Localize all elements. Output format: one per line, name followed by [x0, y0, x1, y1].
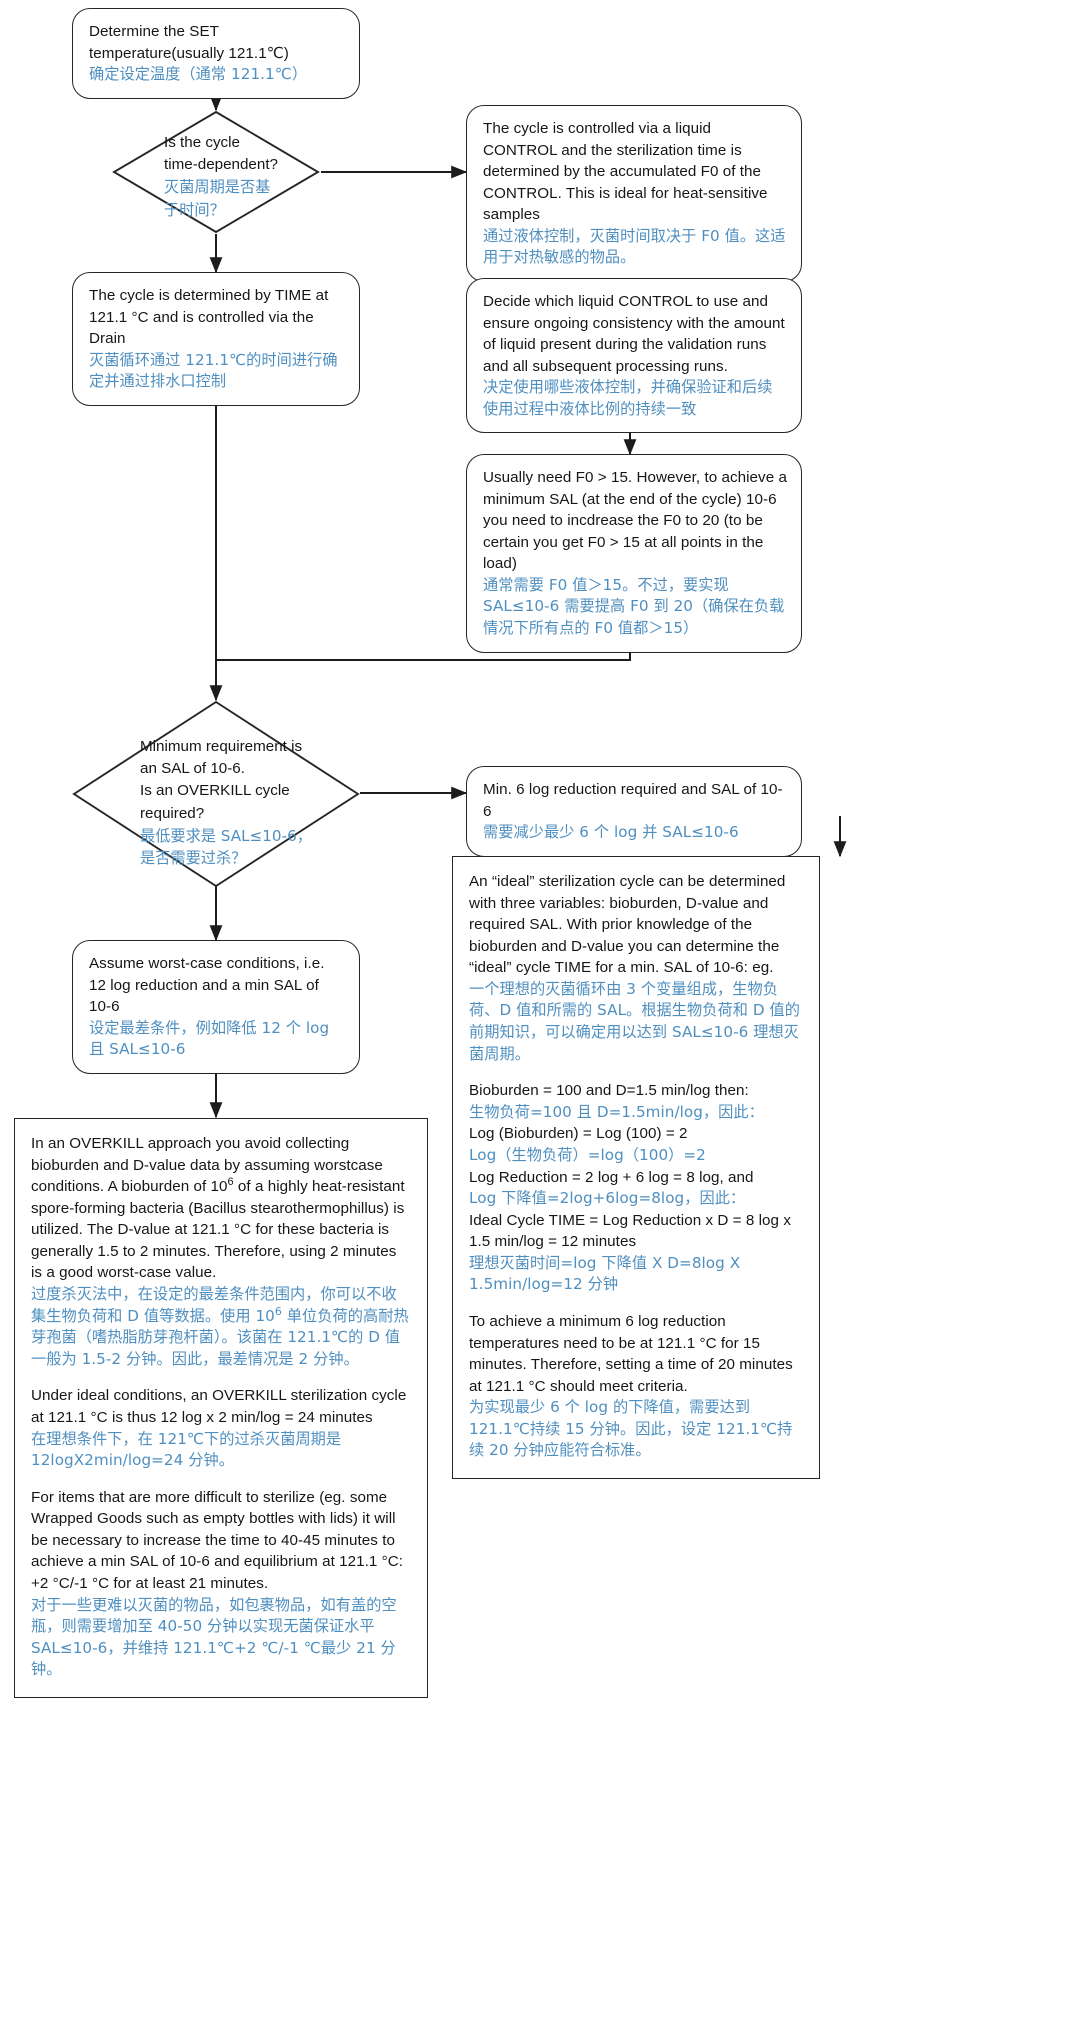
node-control-liquid[interactable]: The cycle is controlled via a liquid CON…: [466, 105, 802, 283]
node-min-6-log[interactable]: Min. 6 log reduction required and SAL of…: [466, 766, 802, 857]
overkill-detail-para-2: Under ideal conditions, an OVERKILL ster…: [31, 1385, 411, 1471]
time-dependent-zh-2: 于时间？: [164, 200, 225, 219]
overkill-en-3: Is an OVERKILL cycle: [140, 782, 290, 800]
overkill-en-4: required?: [140, 804, 205, 822]
overkill-detail-para-2-en: Under ideal conditions, an OVERKILL ster…: [31, 1387, 407, 1426]
spacer-1: [31, 1370, 411, 1385]
ideal-detail-para-3-zh: 为实现最少 6 个 log 的下降值，需要达到 121.1℃持续 15 分钟。因…: [469, 1398, 793, 1460]
overkill-en-1: Minimum requirement is: [140, 738, 303, 755]
ideal-detail-calc-line-3: Log（生物负荷）=log（100）=2: [469, 1145, 706, 1164]
overkill-detail-para-3: For items that are more difficult to ste…: [31, 1487, 411, 1681]
node-set-temperature[interactable]: Determine the SET temperature(usually 12…: [72, 8, 360, 99]
ideal-detail-calc-line-2: Log (Bioburden) = Log (100) = 2: [469, 1125, 688, 1143]
spacer-2: [31, 1472, 411, 1487]
ideal-detail-para-1-zh: 一个理想的灭菌循环由 3 个变量组成，生物负荷、D 值和所需的 SAL。根据生物…: [469, 979, 800, 1063]
overkill-detail-para-2-zh: 在理想条件下，在 121℃下的过杀灭菌周期是 12logX2min/log=24…: [31, 1429, 342, 1470]
node-worst-case-zh: 设定最差条件，例如降低 12 个 log 且 SAL≤10-6: [89, 1018, 330, 1059]
overkill-detail-para-1-zh: 过度杀灭法中，在设定的最差条件范围内，你可以不收集生物负荷和 D 值等数据。使用…: [31, 1285, 409, 1368]
time-dependent-en-2: time-dependent?: [164, 156, 278, 174]
node-decide-control[interactable]: Decide which liquid CONTROL to use and e…: [466, 278, 802, 434]
node-worst-case-en: Assume worst-case conditions, i.e. 12 lo…: [89, 955, 325, 1016]
node-f0-requirement-zh: 通常需要 F0 值＞15。不过，要实现 SAL≤10-6 需要提高 F0 到 2…: [483, 575, 785, 638]
ideal-detail-calc-lines: Bioburden = 100 and D=1.5 min/log then: 生…: [469, 1080, 803, 1296]
node-min-6-log-zh: 需要减少最少 6 个 log 并 SAL≤10-6: [483, 823, 739, 842]
spacer-3: [469, 1065, 803, 1080]
overkill-detail-para-1: In an OVERKILL approach you avoid collec…: [31, 1133, 411, 1370]
ideal-detail-calc-line-0: Bioburden = 100 and D=1.5 min/log then:: [469, 1082, 749, 1100]
node-is-time-dependent[interactable]: Is the cycle time-dependent? 灭菌周期是否基 于时间…: [112, 110, 320, 234]
node-set-temperature-en: Determine the SET temperature(usually 12…: [89, 23, 289, 62]
node-overkill-decision[interactable]: Minimum requirement is an SAL of 10-6. I…: [72, 700, 360, 888]
ideal-detail-para-1: An “ideal” sterilization cycle can be de…: [469, 871, 803, 1065]
node-control-liquid-en: The cycle is controlled via a liquid CON…: [483, 120, 768, 224]
node-ideal-cycle-detail[interactable]: An “ideal” sterilization cycle can be de…: [452, 856, 820, 1480]
ideal-detail-calc-line-5: Log 下降值=2log+6log=8log，因此：: [469, 1189, 746, 1208]
node-control-liquid-zh: 通过液体控制，灭菌时间取决于 F0 值。这适用于对热敏感的物品。: [483, 226, 786, 267]
spacer-4: [469, 1296, 803, 1311]
time-dependent-en-1: Is the cycle: [164, 134, 240, 151]
ideal-detail-calc-line-6: Ideal Cycle TIME = Log Reduction x D = 8…: [469, 1211, 791, 1251]
overkill-zh-1: 最低要求是 SAL≤10-6，: [140, 826, 312, 845]
node-time-drain-zh: 灭菌循环通过 121.1℃的时间进行确定并通过排水口控制: [89, 350, 338, 391]
ideal-detail-para-3-en: To achieve a minimum 6 log reduction tem…: [469, 1312, 793, 1395]
ideal-detail-para-3: To achieve a minimum 6 log reduction tem…: [469, 1311, 803, 1462]
node-time-drain[interactable]: The cycle is determined by TIME at 121.1…: [72, 272, 360, 406]
ideal-detail-calc-line-1: 生物负荷=100 且 D=1.5min/log，因此：: [469, 1102, 764, 1121]
node-f0-requirement[interactable]: Usually need F0 > 15. However, to achiev…: [466, 454, 802, 653]
overkill-detail-para-3-zh: 对于一些更难以灭菌的物品，如包裹物品，如有盖的空瓶，则需要增加至 40-50 分…: [31, 1595, 397, 1679]
diamond-shape-time-dependent: [112, 110, 320, 234]
node-set-temperature-zh: 确定设定温度（通常 121.1℃）: [89, 65, 308, 84]
node-decide-control-en: Decide which liquid CONTROL to use and e…: [483, 293, 785, 375]
ideal-detail-para-1-en: An “ideal” sterilization cycle can be de…: [469, 873, 786, 977]
node-f0-requirement-en: Usually need F0 > 15. However, to achiev…: [483, 469, 787, 573]
overkill-detail-para-1-en: In an OVERKILL approach you avoid collec…: [31, 1135, 405, 1282]
time-dependent-zh-1: 灭菌周期是否基: [164, 178, 271, 197]
node-overkill-decision-label: Minimum requirement is an SAL of 10-6. I…: [140, 736, 340, 869]
overkill-detail-para-3-en: For items that are more difficult to ste…: [31, 1488, 404, 1592]
node-min-6-log-en: Min. 6 log reduction required and SAL of…: [483, 781, 783, 820]
ideal-detail-calc-line-4: Log Reduction = 2 log + 6 log = 8 log, a…: [469, 1168, 754, 1186]
node-is-time-dependent-label: Is the cycle time-dependent? 灭菌周期是否基 于时间…: [164, 132, 324, 221]
node-time-drain-en: The cycle is determined by TIME at 121.1…: [89, 287, 329, 348]
overkill-en-2: an SAL of 10-6.: [140, 760, 245, 778]
ideal-detail-calc-line-7: 理想灭菌时间=log 下降值 X D=8log X 1.5min/log=12 …: [469, 1253, 741, 1294]
node-decide-control-zh: 决定使用哪些液体控制，并确保验证和后续使用过程中液体比例的持续一致: [483, 378, 773, 418]
overkill-zh-2: 是否需要过杀？: [140, 848, 247, 867]
node-overkill-detail[interactable]: In an OVERKILL approach you avoid collec…: [14, 1118, 428, 1698]
node-worst-case[interactable]: Assume worst-case conditions, i.e. 12 lo…: [72, 940, 360, 1074]
